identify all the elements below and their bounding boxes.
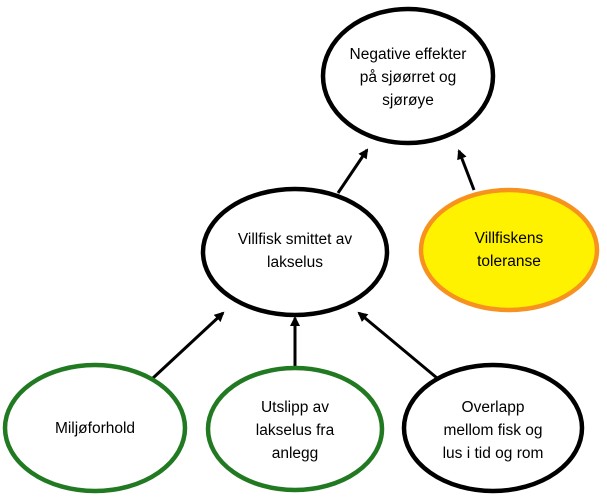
node-overlap-line-2: mellom fisk og (443, 422, 542, 439)
node-farm-release-line-2: lakselus fra (256, 422, 335, 439)
node-negative-effects-line-3: sjørøye (382, 92, 434, 109)
node-wild-fish-infected-line-2: lakselus (267, 254, 323, 271)
node-negative-effects: Negative effekter på sjøørret og sjørøye (320, 6, 496, 146)
node-farm-release-line-3: anlegg (272, 445, 319, 462)
arrow-environment-to-infected (151, 311, 225, 380)
node-negative-effects-line-2: på sjøørret og (360, 69, 456, 86)
node-wild-fish-infected: Villfisk smittet av lakselus (200, 186, 390, 318)
node-negative-effects-line-1: Negative effekter (350, 46, 467, 63)
node-farm-release: Utslipp av lakselus fra anlegg (205, 365, 385, 493)
node-environment-line-1: Miljøforhold (55, 420, 135, 437)
node-wild-fish-tolerance-line-2: toleranse (477, 253, 541, 270)
node-wild-fish-tolerance: Villfiskens toleranse (418, 187, 600, 313)
node-environment: Miljøforhold (2, 362, 188, 494)
arrow-tolerance-to-effects (457, 149, 476, 191)
node-wild-fish-tolerance-line-1: Villfiskens (475, 230, 544, 247)
node-overlap: Overlapp mellom fisk og lus i tid og rom (401, 362, 585, 494)
arrow-infected-to-effects (336, 148, 369, 194)
node-wild-fish-infected-line-1: Villfisk smittet av (238, 231, 353, 248)
node-overlap-line-3: lus i tid og rom (443, 445, 544, 462)
node-overlap-line-1: Overlapp (462, 399, 525, 416)
arrow-overlap-to-infected (357, 311, 438, 380)
node-farm-release-line-1: Utslipp av (261, 399, 329, 416)
